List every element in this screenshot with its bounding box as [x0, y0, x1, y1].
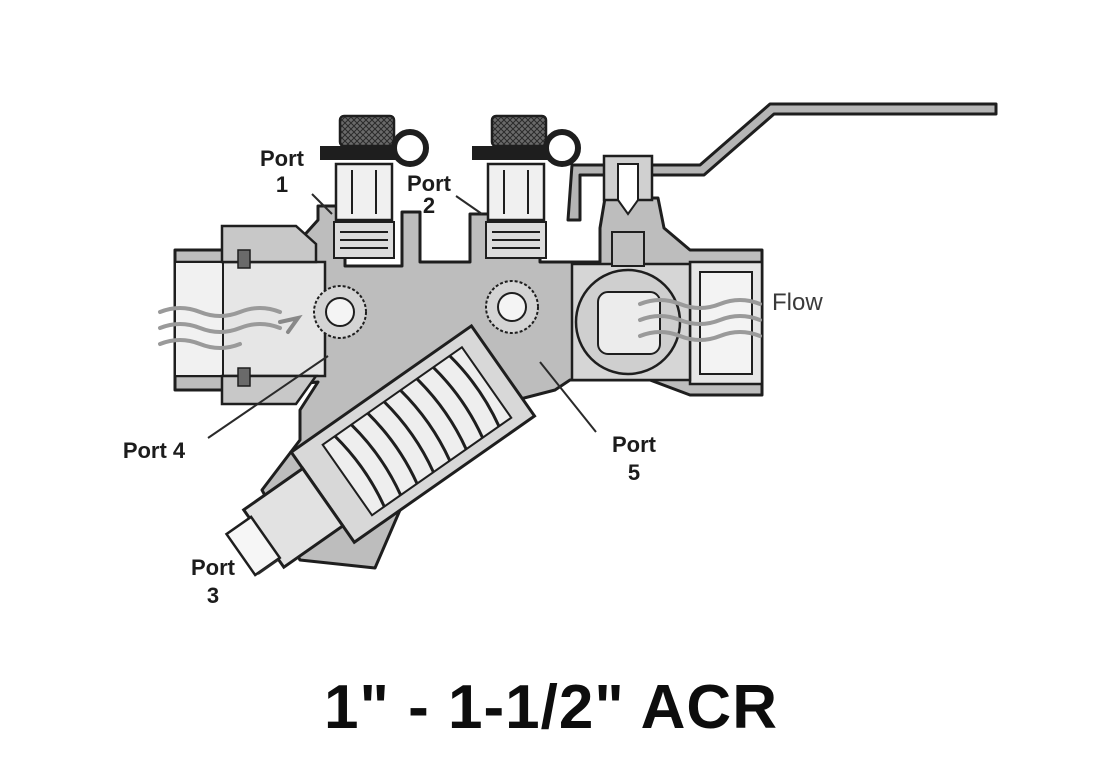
- test-port-1: [320, 114, 429, 259]
- port-2-label-line1: Port: [407, 171, 452, 196]
- port-5-label-line2: 5: [628, 460, 640, 485]
- port-3-label-line1: Port: [191, 555, 236, 580]
- flow-arrows-inlet: [158, 306, 303, 350]
- leader-lines: [207, 193, 597, 575]
- port-3-label-line2: 3: [207, 583, 219, 608]
- flow-label: Flow: [772, 289, 823, 316]
- port-5-label-line1: Port: [612, 432, 657, 457]
- port-4-label: Port 4: [123, 438, 186, 463]
- port-1-label-line2: 1: [276, 172, 288, 197]
- size-caption: 1" - 1-1/2" ACR: [324, 673, 778, 742]
- test-port-2: [472, 114, 581, 259]
- port-2-label-line2: 2: [423, 193, 435, 218]
- valve-handle: [566, 102, 998, 222]
- strainer-cartridge: [224, 323, 537, 577]
- flow-arrows-outlet: [638, 298, 762, 342]
- port-1-label-line1: Port: [260, 146, 305, 171]
